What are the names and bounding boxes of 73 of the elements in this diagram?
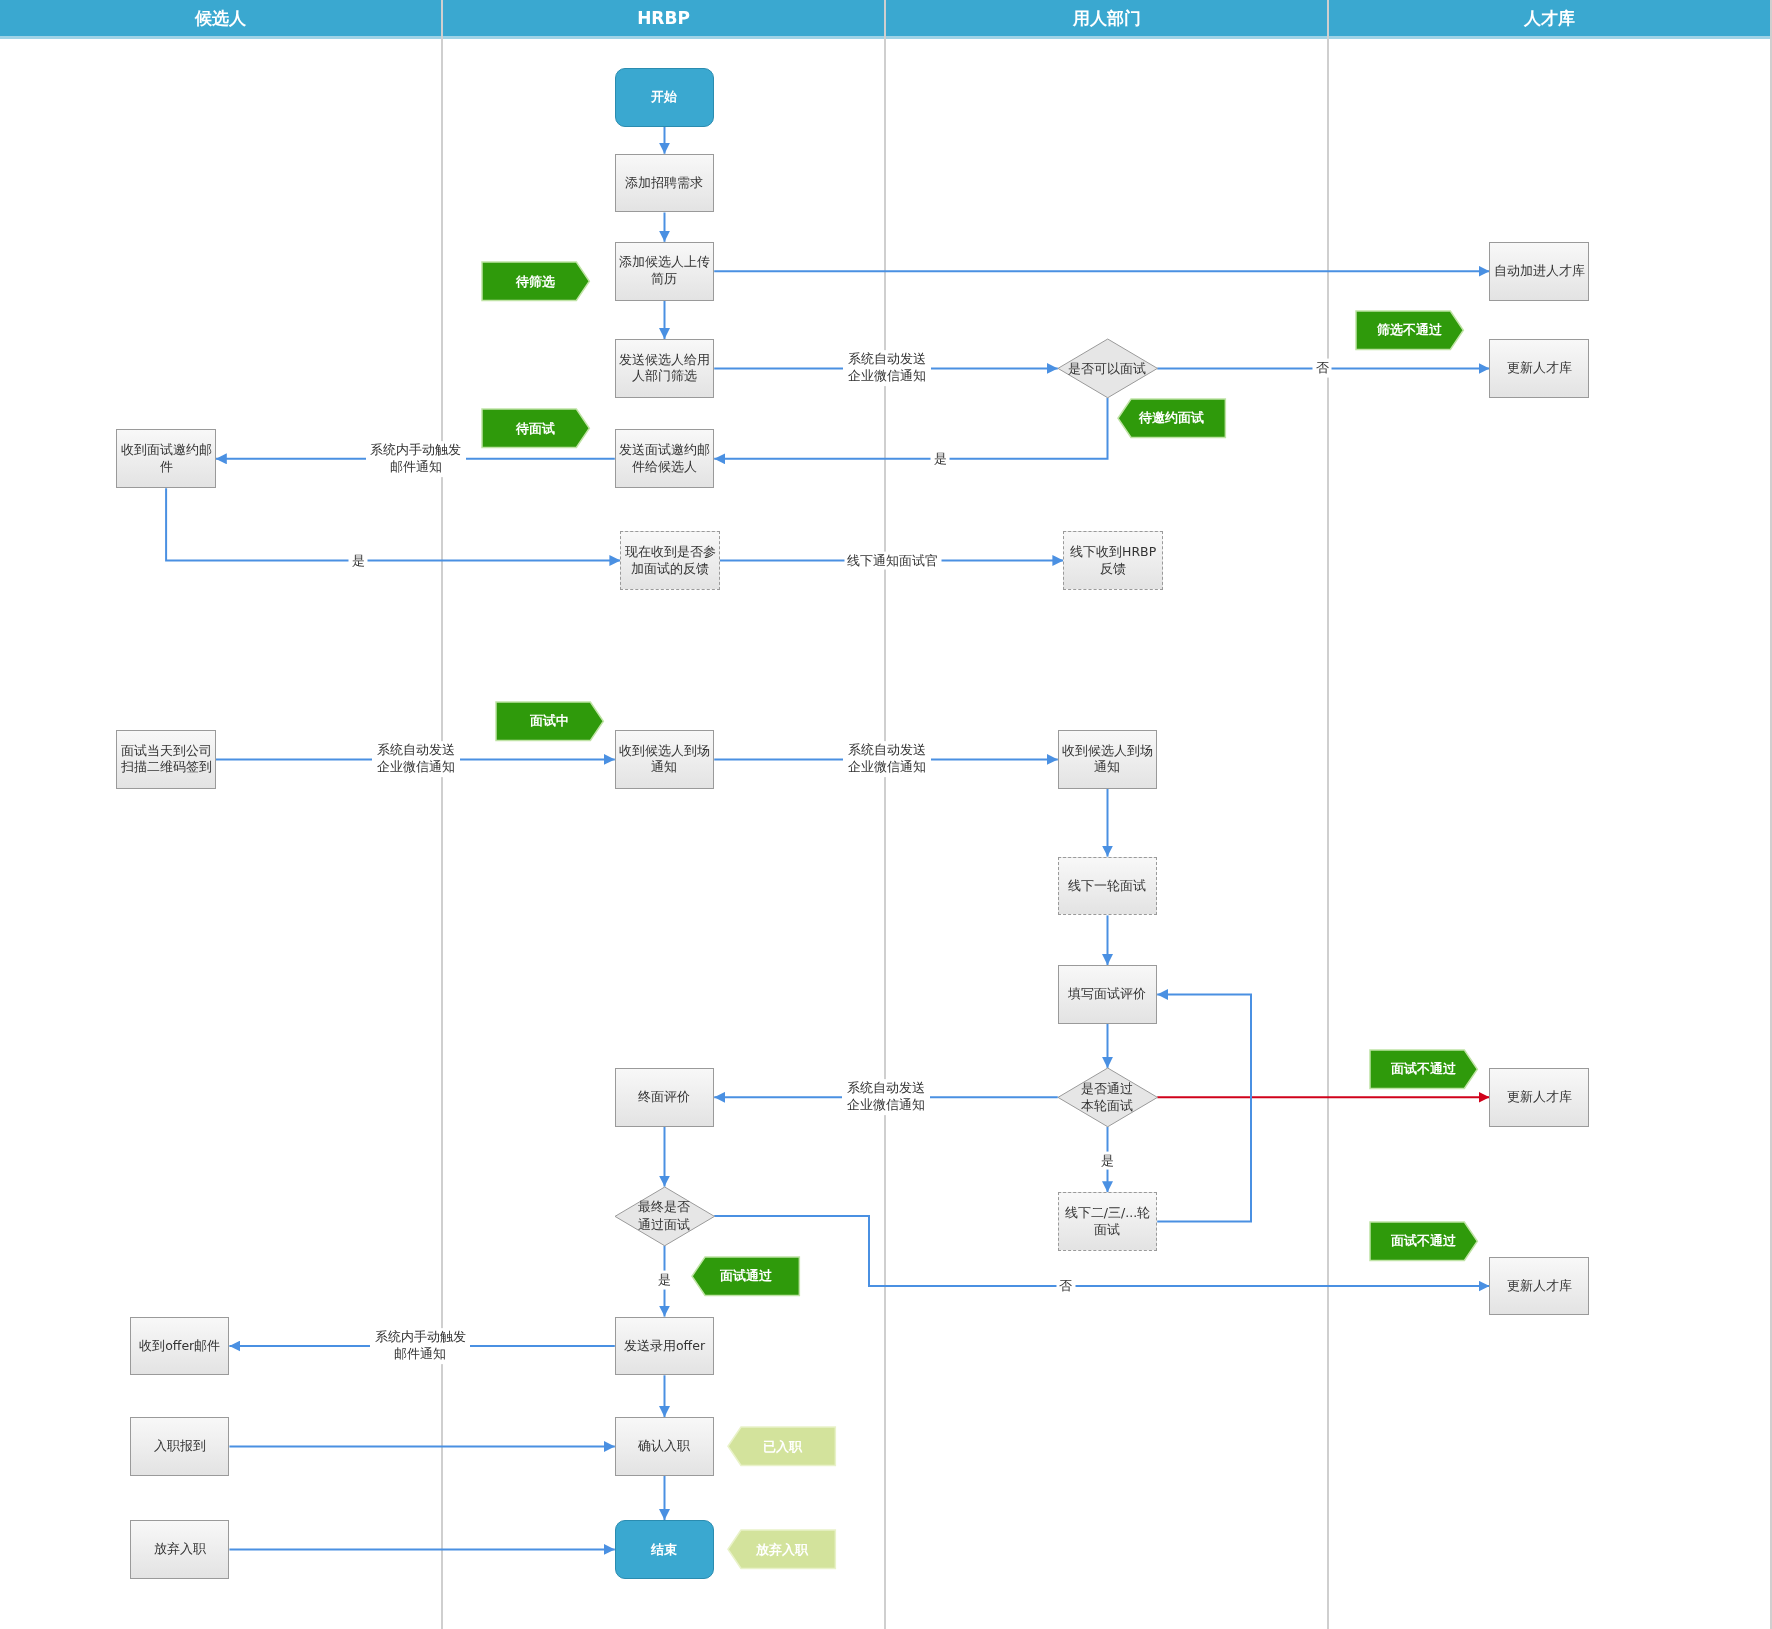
process-box: 线下二/三/...轮面试 [1057, 1192, 1158, 1251]
arrow [659, 211, 670, 243]
process-box: 自动加进人才库 [1489, 241, 1589, 301]
decision-diamond: 是否可以面试 [1057, 339, 1158, 398]
decision-diamond: 最终是否通过面试 [614, 1186, 715, 1246]
edge-label: 线下通知面试官 [844, 551, 942, 570]
process-box: 更新人才库 [1489, 1256, 1589, 1316]
process-box: 线下一轮面试 [1057, 856, 1158, 916]
arrow [1102, 1022, 1113, 1069]
process-box: 放弃入职 [129, 1520, 230, 1579]
process-box: 发送候选人给用人部门筛选 [614, 339, 715, 398]
terminal-box: 结束 [614, 1520, 715, 1579]
status-tag: 待邀约面试 [1118, 398, 1226, 438]
arrow [1102, 914, 1113, 967]
process-box: 收到候选人到场通知 [1057, 730, 1158, 789]
lane-header: 候选人 [0, 0, 441, 39]
arrow [1156, 989, 1252, 1223]
edge-label: 系统自动发送企业微信通知 [843, 741, 932, 778]
arrow [713, 265, 1491, 277]
process-box: 收到候选人到场通知 [614, 730, 715, 789]
status-tag: 待面试 [482, 409, 590, 448]
process-box: 添加候选人上传简历 [614, 241, 715, 301]
status-tag: 筛选不通过 [1355, 310, 1463, 350]
arrow [1156, 362, 1491, 374]
process-box: 入职报到 [129, 1417, 230, 1476]
arrow [713, 1215, 1491, 1292]
status-tag: 已入职 [728, 1427, 836, 1466]
terminal-box: 开始 [614, 67, 715, 127]
status-tag: 待筛选 [482, 262, 590, 301]
process-box: 收到offer邮件 [129, 1316, 230, 1376]
status-tag: 面试通过 [692, 1256, 800, 1296]
process-box: 面试当天到公司扫描二维码签到 [116, 730, 216, 789]
arrow [713, 396, 1109, 465]
status-tag: 面试不通过 [1370, 1221, 1478, 1261]
arrow [1102, 787, 1113, 858]
process-box: 发送录用offer [614, 1316, 715, 1376]
arrow [165, 487, 622, 566]
edge-label: 否 [1312, 358, 1332, 378]
process-box: 填写面试评价 [1057, 965, 1158, 1024]
edge-label: 是 [655, 1270, 674, 1290]
lane-header: HRBP [443, 0, 884, 39]
edge-label: 系统自动发送企业微信通知 [843, 350, 932, 387]
arrow [659, 125, 670, 155]
process-box: 更新人才库 [1489, 1067, 1589, 1127]
process-box: 线下收到HRBP反馈 [1063, 531, 1163, 590]
arrow [1156, 1091, 1491, 1103]
lane-header: 人才库 [1329, 0, 1770, 39]
process-box: 更新人才库 [1489, 339, 1589, 398]
process-box: 发送面试邀约邮件给候选人 [614, 429, 715, 489]
process-box: 终面评价 [614, 1067, 715, 1127]
status-tag: 放弃入职 [728, 1530, 836, 1569]
process-box: 收到面试邀约邮件 [116, 429, 216, 489]
lane-header: 用人部门 [886, 0, 1327, 39]
arrow [659, 1474, 670, 1521]
edge-label: 系统内手动触发邮件通知 [365, 440, 466, 477]
edge-label: 是 [1098, 1151, 1117, 1171]
decision-diamond: 是否通过本轮面试 [1057, 1067, 1158, 1127]
process-box: 确认入职 [614, 1417, 715, 1476]
edge-label: 系统自动发送企业微信通知 [842, 1079, 930, 1116]
swimlane [886, 0, 1329, 1629]
process-box: 现在收到是否参加面试的反馈 [620, 531, 720, 590]
arrow [228, 1441, 616, 1452]
arrow [659, 1374, 670, 1419]
arrow [659, 1125, 670, 1188]
status-tag: 面试不通过 [1370, 1049, 1478, 1089]
edge-label: 系统自动发送企业微信通知 [371, 741, 460, 778]
edge-label: 系统内手动触发邮件通知 [370, 1328, 471, 1364]
process-box: 添加招聘需求 [614, 153, 715, 213]
status-tag: 面试中 [495, 701, 603, 741]
swimlane [1329, 0, 1772, 1629]
edge-label: 是 [348, 551, 368, 570]
arrow [659, 299, 670, 340]
arrow [228, 1543, 616, 1555]
